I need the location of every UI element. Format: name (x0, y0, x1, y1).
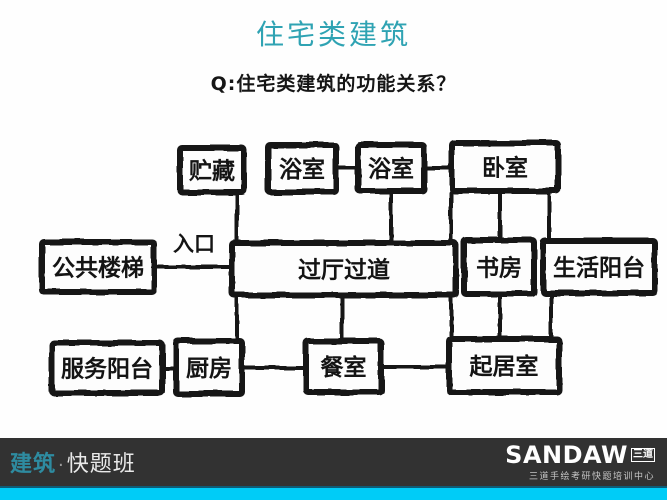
bottom-cyan-strip (0, 486, 667, 500)
sandaw-tagline: 三道手绘考研快题培训中心 (528, 472, 655, 482)
node-label-study: 书房 (476, 255, 522, 282)
node-label-hall-corridor: 过厅过道 (298, 257, 390, 284)
footer-separator: · (58, 455, 65, 476)
sandaw-logo: SANDAW 三道 三道手绘考研快题培训中心 (505, 443, 655, 482)
node-box-living-room (446, 336, 562, 395)
footer-brand-text: 建筑 (10, 452, 57, 477)
node-label-dining-room: 餐室 (321, 354, 367, 381)
node-box-hall-corridor (229, 240, 459, 298)
node-label-kitchen: 厨房 (186, 355, 232, 382)
node-box-public-stairs (39, 239, 157, 295)
node-box-kitchen (173, 338, 245, 397)
node-label-storage: 贮藏 (189, 159, 235, 185)
sandaw-logo-row: SANDAW 三道 (505, 443, 655, 467)
question-text: Q:住宅类建筑的功能关系？ (210, 73, 457, 95)
footer-program-text: 快题班 (66, 452, 136, 477)
node-label-bedroom: 卧室 (482, 155, 528, 182)
sandaw-logo-text: SANDAW (505, 441, 628, 469)
node-label-service-balcony: 服务阳台 (61, 356, 153, 383)
node-label-living-balcony: 生活阳台 (553, 255, 645, 282)
node-box-study (461, 237, 537, 297)
node-box-living-balcony (540, 238, 658, 296)
node-box-storage (177, 145, 247, 195)
entrance-label: 入口 (173, 232, 215, 256)
node-box-service-balcony (49, 340, 165, 396)
node-label-bathroom-1: 浴室 (279, 156, 325, 183)
node-box-bedroom (449, 140, 561, 194)
footer-brand-line: 建筑·快题班 (10, 446, 136, 478)
node-label-living-room: 起居室 (470, 353, 539, 380)
node-box-dining-room (303, 338, 384, 395)
page-title: 住宅类建筑 (255, 18, 411, 51)
node-label-public-stairs: 公共楼梯 (52, 255, 144, 282)
node-label-bathroom-2: 浴室 (368, 156, 414, 183)
sandaw-logo-mark: 三道 (631, 448, 655, 462)
node-box-bathroom-1 (265, 142, 339, 195)
diagram-strokes (39, 140, 658, 397)
footer-bar: 建筑·快题班 SANDAW 三道 三道手绘考研快题培训中心 (0, 438, 667, 486)
node-box-bathroom-2 (355, 142, 427, 194)
